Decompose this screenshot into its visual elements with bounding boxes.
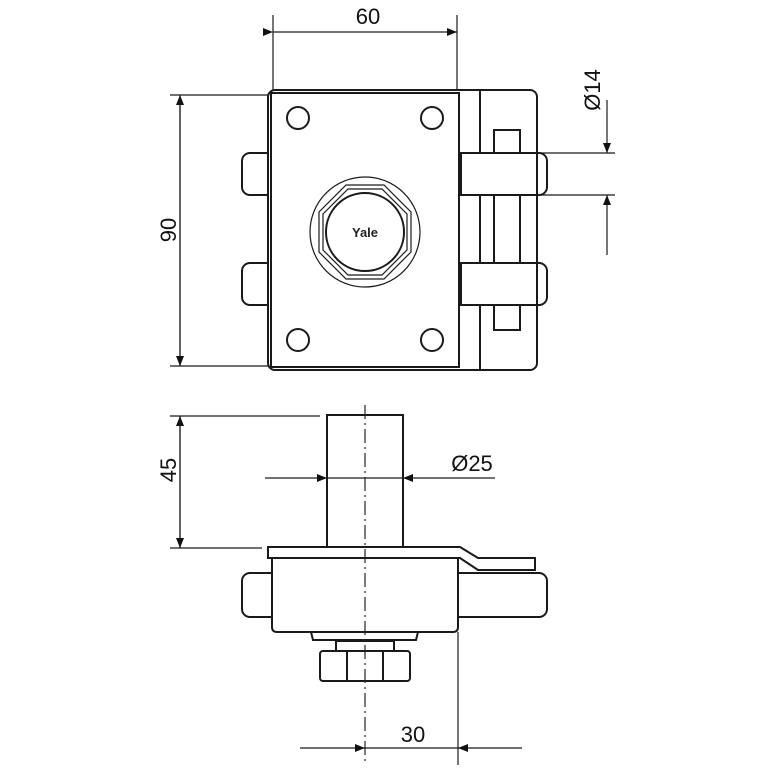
dimension-label-90: 90 (156, 218, 181, 242)
dimension-label-d14: Ø14 (580, 69, 605, 111)
screw-hole-icon (420, 106, 444, 130)
dimension-bolt-diameter: Ø14 (540, 69, 615, 255)
front-view: Yale (241, 89, 548, 371)
dimension-projection: 45 (156, 415, 320, 549)
dimension-width: 60 (263, 4, 458, 90)
dimension-label-d25: Ø25 (451, 451, 493, 476)
dimension-label-30: 30 (401, 722, 425, 747)
slot-bottom (493, 304, 521, 331)
cylinder-face (325, 192, 405, 272)
cylinder-rosette (309, 176, 421, 288)
side-view (241, 405, 548, 765)
cylinder-octagon (318, 184, 412, 280)
screw-hole-icon (286, 328, 310, 352)
bolt-band-top (460, 152, 538, 196)
lock-case-outline (267, 89, 538, 371)
slot-top (493, 129, 521, 154)
cylinder-collar (309, 631, 420, 641)
slot-middle (493, 194, 521, 264)
dimension-label-45: 45 (156, 458, 181, 482)
side-body (271, 557, 459, 633)
dimension-offset: 30 (300, 632, 522, 765)
dimension-height: 90 (156, 94, 268, 367)
dimension-label-60: 60 (356, 4, 380, 29)
screw-hole-icon (420, 328, 444, 352)
dimension-cylinder-diameter: Ø25 (265, 451, 495, 482)
bolt-band-bottom (460, 262, 538, 306)
screw-hole-icon (286, 106, 310, 130)
front-plate (270, 92, 460, 368)
yale-logo: Yale (352, 225, 378, 240)
side-flange (267, 546, 536, 571)
